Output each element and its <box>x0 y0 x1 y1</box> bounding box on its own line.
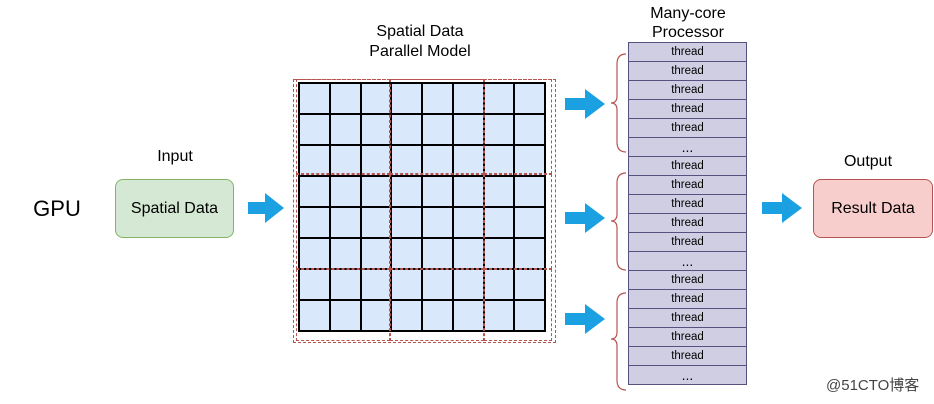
brace-icon <box>610 172 627 271</box>
brace-icon <box>610 53 627 153</box>
grid-cell <box>514 176 545 207</box>
block-outline <box>390 269 484 341</box>
grid-cell <box>514 114 545 145</box>
grid-cell <box>483 300 515 331</box>
watermark: @51CTO博客 <box>826 377 920 394</box>
output-header: Output <box>843 153 893 170</box>
arrow-icon <box>565 304 605 334</box>
grid-cell <box>299 300 330 331</box>
arrow-icon <box>565 203 605 233</box>
processor-title-line1: Many-core <box>650 5 726 22</box>
grid-cell <box>360 238 392 269</box>
grid-cell <box>360 300 392 331</box>
block-outline <box>296 269 390 341</box>
grid-cell <box>452 83 484 114</box>
grid-cell <box>299 145 330 176</box>
grid-cell <box>360 114 392 145</box>
grid-cell <box>514 207 545 238</box>
grid-cell <box>422 114 453 145</box>
grid-cell <box>360 83 392 114</box>
grid-cell <box>391 300 422 331</box>
grid-cell <box>360 207 392 238</box>
grid-cell <box>483 269 515 300</box>
spatial-data-grid <box>298 82 546 332</box>
grid-cell <box>391 83 422 114</box>
grid-cell <box>422 238 453 269</box>
thread-ellipsis: ... <box>628 365 747 385</box>
block-outline <box>390 174 484 269</box>
grid-cell <box>452 176 484 207</box>
thread-slot: thread <box>628 42 747 62</box>
grid-cell <box>422 83 453 114</box>
block-outline <box>484 174 552 269</box>
result-data-box: Result Data <box>813 179 933 238</box>
model-title-line2: Parallel Model <box>369 43 471 60</box>
grid-cell <box>391 269 422 300</box>
result-data-label: Result Data <box>831 199 915 217</box>
block-outline <box>484 79 552 174</box>
grid-cell <box>452 300 484 331</box>
grid-cell <box>329 176 361 207</box>
grid-cell <box>299 83 330 114</box>
grid-cell <box>452 114 484 145</box>
grid-cell <box>514 300 545 331</box>
grid-cell <box>514 83 545 114</box>
grid-cell <box>514 145 545 176</box>
grid-cell <box>483 238 515 269</box>
block-outline <box>484 269 552 341</box>
grid-cell <box>299 114 330 145</box>
grid-cell <box>299 176 330 207</box>
input-header: Input <box>157 148 193 165</box>
grid-cell <box>329 269 361 300</box>
brace-icon <box>610 292 627 391</box>
grid-cell <box>422 269 453 300</box>
grid-cell <box>391 176 422 207</box>
grid-cell <box>360 145 392 176</box>
grid-cell <box>329 207 361 238</box>
grid-cell <box>452 207 484 238</box>
grid-cell <box>329 83 361 114</box>
grid-cell <box>391 114 422 145</box>
spatial-data-box: Spatial Data <box>115 179 234 238</box>
block-outline <box>296 79 390 174</box>
grid-cell <box>483 145 515 176</box>
grid-cell <box>422 300 453 331</box>
processor-title-line2: Processor <box>651 24 725 41</box>
arrow-icon <box>565 89 605 119</box>
grid-cell <box>422 176 453 207</box>
spatial-data-label: Spatial Data <box>130 199 219 217</box>
thread-slot: thread <box>628 80 747 100</box>
arrow-icon <box>762 193 802 223</box>
grid-cell <box>483 83 515 114</box>
grid-cell <box>329 300 361 331</box>
block-outline <box>296 174 390 269</box>
grid-cell <box>329 114 361 145</box>
grid-cell <box>452 145 484 176</box>
grid-cell <box>391 145 422 176</box>
grid-cell <box>514 238 545 269</box>
grid-cell <box>483 114 515 145</box>
many-core-processor: thread thread thread thread thread ... t… <box>628 42 747 385</box>
grid-cell <box>329 145 361 176</box>
block-outline <box>390 79 484 174</box>
grid-cell <box>514 269 545 300</box>
arrow-icon <box>248 193 284 223</box>
gpu-label: GPU <box>33 196 81 221</box>
grid-cell <box>299 269 330 300</box>
grid-cell <box>422 145 453 176</box>
model-title-line1: Spatial Data <box>376 23 464 40</box>
grid-cell <box>391 207 422 238</box>
grid-cell <box>452 269 484 300</box>
grid-cell <box>422 207 453 238</box>
grid-cell <box>299 207 330 238</box>
